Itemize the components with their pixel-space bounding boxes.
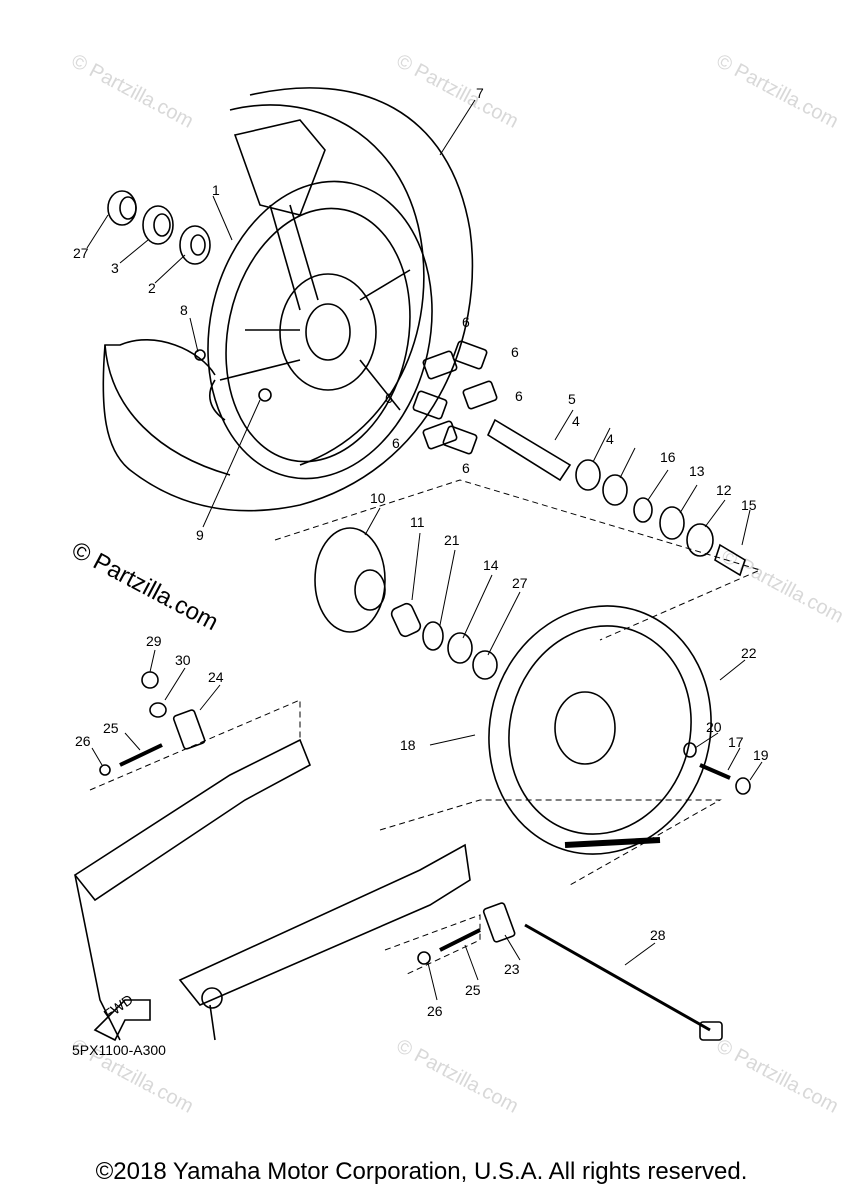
callout-6: 6 (462, 314, 470, 330)
callout-8: 8 (180, 302, 188, 318)
copyright-notice: ©2018 Yamaha Motor Corporation, U.S.A. A… (95, 1158, 748, 1185)
callout-5: 5 (568, 391, 576, 407)
callout-1: 1 (212, 182, 220, 198)
callout-16: 16 (660, 449, 676, 465)
diagram-code: 5PX1100-A300 (72, 1042, 166, 1058)
callout-30: 30 (175, 652, 191, 668)
callout-22: 22 (741, 645, 757, 661)
callout-12: 12 (716, 482, 732, 498)
callout-27: 27 (73, 245, 89, 261)
callout-15: 15 (741, 497, 757, 513)
callout-2: 2 (148, 280, 156, 296)
watermark-text: © Partzilla.com (393, 1035, 522, 1118)
callout-11: 11 (410, 514, 425, 530)
callout-18: 18 (400, 737, 416, 753)
watermark-text: © Partzilla.com (68, 50, 197, 133)
callout-17: 17 (728, 734, 744, 750)
watermark-text: © Partzilla.com (713, 1035, 842, 1118)
pulley-and-hub-parts (314, 527, 751, 855)
callout-26: 26 (75, 733, 91, 749)
callout-20: 20 (706, 719, 722, 735)
callout-21: 21 (444, 532, 460, 548)
swing-arm (73, 671, 723, 1042)
callout-13: 13 (689, 463, 705, 479)
callout-labels: 1 2 3 4 4 5 6 6 6 6 6 6 7 8 9 10 11 12 1… (73, 85, 769, 1019)
callout-25: 25 (465, 982, 481, 998)
callout-6: 6 (511, 344, 519, 360)
callout-6: 6 (462, 460, 470, 476)
assembly-boxes (89, 479, 762, 976)
callout-6: 6 (385, 390, 393, 406)
left-bearing-parts (107, 190, 272, 402)
fwd-label: FWD (101, 991, 136, 1022)
callout-4: 4 (606, 431, 614, 447)
watermark-text: © Partzilla.com (718, 545, 843, 628)
callout-25: 25 (103, 720, 119, 736)
callout-23: 23 (504, 961, 520, 977)
callout-6: 6 (515, 388, 523, 404)
callout-6: 6 (392, 435, 400, 451)
callout-29: 29 (146, 633, 162, 649)
callout-9: 9 (196, 527, 204, 543)
rear-wheel-tire (102, 87, 474, 512)
callout-26: 26 (427, 1003, 443, 1019)
callout-10: 10 (370, 490, 386, 506)
callout-27: 27 (512, 575, 528, 591)
callout-7: 7 (476, 85, 484, 101)
callout-3: 3 (111, 260, 119, 276)
callout-24: 24 (208, 669, 224, 685)
watermark-text-dark: © Partzilla.com (67, 536, 222, 636)
callout-19: 19 (753, 747, 769, 763)
watermark-text: © Partzilla.com (713, 50, 842, 133)
callout-4: 4 (572, 413, 580, 429)
callout-28: 28 (650, 927, 666, 943)
leader-lines (86, 99, 763, 1001)
callout-14: 14 (483, 557, 499, 573)
damper-and-collar-parts (412, 340, 746, 577)
watermark-layer: © Partzilla.com © Partzilla.com © Partzi… (67, 50, 843, 1118)
